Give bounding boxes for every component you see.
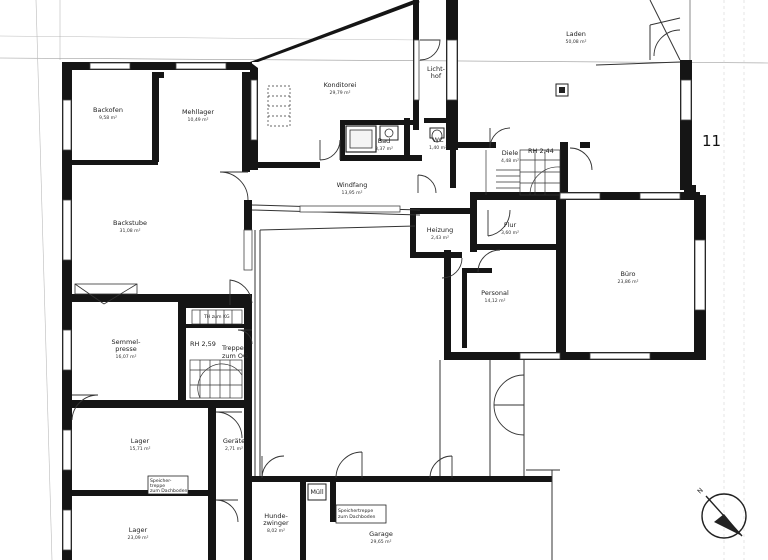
room-area: 31,08 m² bbox=[120, 228, 141, 234]
north-label: N bbox=[696, 486, 705, 495]
room-wc: WC1,40 m² bbox=[429, 136, 447, 151]
room-name: Windfang bbox=[337, 181, 368, 189]
room-area: 2,43 m² bbox=[431, 235, 449, 241]
room-area: 10,49 m² bbox=[188, 117, 209, 123]
room-name: Geräte bbox=[223, 437, 245, 445]
stair-diele bbox=[485, 149, 561, 196]
room-name: Büro bbox=[620, 270, 635, 278]
room-area: 23,09 m² bbox=[128, 535, 149, 541]
room-area: 29,79 m² bbox=[330, 90, 351, 96]
stair-note-box-2 bbox=[335, 504, 387, 524]
rh-treppe-note: RH 2,59 bbox=[190, 340, 216, 348]
muell-box bbox=[307, 483, 327, 501]
room-name: Hunde- bbox=[264, 512, 288, 520]
room-area: 50,08 m² bbox=[566, 39, 587, 45]
room-name: Licht- bbox=[427, 65, 446, 73]
room-name: Diele bbox=[502, 149, 519, 157]
room-name: WC bbox=[433, 136, 444, 144]
room-name: Bad bbox=[378, 137, 391, 145]
room-name: Backofen bbox=[93, 106, 123, 114]
room-name: Laden bbox=[566, 30, 586, 38]
marker-label: 11 bbox=[702, 132, 721, 150]
room-area: 9,58 m² bbox=[99, 115, 117, 121]
section-marker: 11 bbox=[702, 132, 721, 150]
room-name: Konditorei bbox=[324, 81, 357, 89]
north-arrow-icon: N bbox=[696, 486, 747, 539]
room-name: Personal bbox=[481, 289, 509, 297]
th-kg-note: TH zum KG bbox=[203, 314, 230, 320]
room-area: 4,48 m² bbox=[501, 158, 519, 164]
roof-stair-windfang bbox=[267, 85, 291, 127]
room-area: 3,37 m² bbox=[375, 146, 393, 152]
room-area: 3,60 m² bbox=[501, 230, 519, 236]
room-area: 29,65 m² bbox=[371, 539, 392, 545]
room-name: Flur bbox=[504, 221, 517, 229]
fixtures bbox=[74, 83, 569, 524]
sink-icon bbox=[379, 125, 399, 141]
room-area: 13,95 m² bbox=[342, 190, 363, 196]
room-name: Müll bbox=[310, 488, 324, 496]
room-area: 8,02 m² bbox=[267, 528, 285, 534]
windows bbox=[62, 39, 706, 551]
rh-diele-note: RH 2,44 bbox=[528, 147, 554, 155]
room-name: Heizung bbox=[427, 226, 453, 234]
room-area: 1,40 m² bbox=[429, 145, 447, 151]
room-name: Semmel- bbox=[112, 338, 142, 346]
partition-lines bbox=[251, 0, 681, 560]
room-area: 16,07 m² bbox=[116, 354, 137, 360]
room-name: presse bbox=[115, 345, 136, 353]
stairs bbox=[189, 85, 561, 399]
room-muell: Müll bbox=[310, 488, 324, 496]
doors bbox=[71, 29, 681, 523]
room-name: hof bbox=[431, 72, 442, 80]
stair-note-box-1 bbox=[147, 475, 189, 495]
room-name: Backstube bbox=[113, 219, 147, 227]
room-lichthof: Licht-hof bbox=[427, 65, 446, 80]
room-name: Lager bbox=[129, 526, 148, 534]
room-area: 15,71 m² bbox=[130, 446, 151, 452]
room-name: Garage bbox=[369, 530, 393, 538]
room-area: 23,86 m² bbox=[618, 279, 639, 285]
room-name: Mehllager bbox=[182, 108, 214, 116]
room-area: 14,12 m² bbox=[485, 298, 506, 304]
storage-bin-icon bbox=[74, 283, 138, 305]
stair-og bbox=[189, 359, 243, 399]
walls bbox=[62, 0, 706, 560]
stair-kg bbox=[191, 309, 243, 325]
room-area: 2,71 m² bbox=[225, 446, 243, 452]
room-name: Lager bbox=[131, 437, 150, 445]
room-name: zwinger bbox=[263, 519, 289, 527]
